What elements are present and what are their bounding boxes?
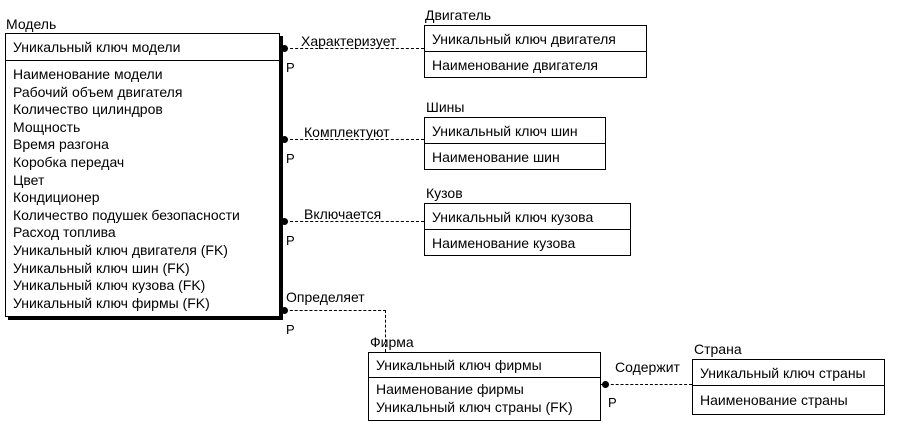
entity-engine: Уникальный ключ двигателя Наименование д… [424,25,647,78]
entity-title-body: Кузов [426,185,463,201]
entity-title-model: Модель [6,16,57,32]
attribute-row: Мощность [13,118,81,135]
relationship-label-equips: Комплектуют [304,124,390,140]
attribute-row: Наименование двигателя [432,56,598,73]
cardinality-defines: P [286,322,295,337]
attribute-row: Уникальный ключ шин (FK) [13,259,190,276]
entity-engine-key-section: Уникальный ключ двигателя [425,26,646,52]
entity-model: Уникальный ключ модели Наименование моде… [5,33,280,317]
relationship-dot-includes [281,218,288,225]
entity-tires-key: Уникальный ключ шин [432,122,578,139]
entity-title-country: Страна [694,341,742,357]
entity-firm-key-section: Уникальный ключ фирмы [369,353,600,378]
entity-model-key-section: Уникальный ключ модели [6,34,279,61]
cardinality-equips: P [286,151,295,166]
entity-tires-key-section: Уникальный ключ шин [425,118,605,144]
attribute-row: Время разгона [13,136,109,153]
entity-country-key-section: Уникальный ключ страны [693,360,884,386]
entity-country-key: Уникальный ключ страны [700,364,866,381]
entity-title-firm: Фирма [370,334,414,350]
attribute-row: Наименование шин [432,148,560,165]
entity-firm-key: Уникальный ключ фирмы [376,357,542,373]
entity-country: Уникальный ключ страны Наименование стра… [692,359,885,415]
relationship-dot-characterizes [281,45,288,52]
attribute-row: Наименование страны [700,391,848,408]
attribute-row: Кондиционер [13,189,100,206]
relationship-line-equips [280,139,424,140]
attribute-row: Рабочий объем двигателя [13,83,183,100]
relationship-label-defines: Определяет [286,289,365,305]
relationship-label-includes: Включается [304,206,382,222]
cardinality-includes: P [286,233,295,248]
attribute-row: Уникальный ключ фирмы (FK) [13,294,210,311]
entity-model-key: Уникальный ключ модели [13,39,181,55]
relationship-line-defines-vertical [385,310,386,352]
relationship-line-characterizes [280,48,424,49]
attribute-row: Уникальный ключ страны (FK) [376,398,573,415]
cardinality-contains: P [608,395,617,410]
attribute-row: Наименование модели [13,66,163,82]
attribute-row: Цвет [13,171,45,188]
attribute-row: Количество подушек безопасности [13,206,240,223]
attribute-row: Расход топлива [13,224,116,241]
relationship-label-contains: Содержит [615,359,680,375]
attribute-row: Уникальный ключ двигателя (FK) [13,241,228,258]
entity-firm: Уникальный ключ фирмы Наименование фирмы… [368,352,601,421]
entity-body: Уникальный ключ кузова Наименование кузо… [424,203,631,256]
attribute-row: Уникальный ключ кузова (FK) [13,277,206,294]
relationship-line-defines-horizontal [280,310,386,311]
cardinality-characterizes: P [286,60,295,75]
entity-body-key: Уникальный ключ кузова [432,208,594,225]
relationship-dot-defines [281,307,288,314]
attribute-row: Количество цилиндров [13,101,163,118]
attribute-row: Наименование кузова [432,234,576,251]
entity-model-attributes: Наименование модели Рабочий объем двигат… [6,61,279,317]
relationship-line-contains [601,384,692,385]
entity-tires: Уникальный ключ шин Наименование шин [424,117,606,170]
relationship-line-includes [280,221,424,222]
relationship-dot-equips [281,136,288,143]
entity-title-tires: Шины [426,99,465,115]
attribute-row: Наименование фирмы [376,381,524,397]
entity-firm-attributes: Наименование фирмы Уникальный ключ стран… [369,378,600,419]
entity-body-key-section: Уникальный ключ кузова [425,204,630,230]
relationship-dot-contains [602,381,609,388]
relationship-label-characterizes: Характеризует [301,33,397,49]
entity-engine-key: Уникальный ключ двигателя [432,30,616,47]
entity-title-engine: Двигатель [425,7,492,23]
attribute-row: Коробка передач [13,153,125,170]
